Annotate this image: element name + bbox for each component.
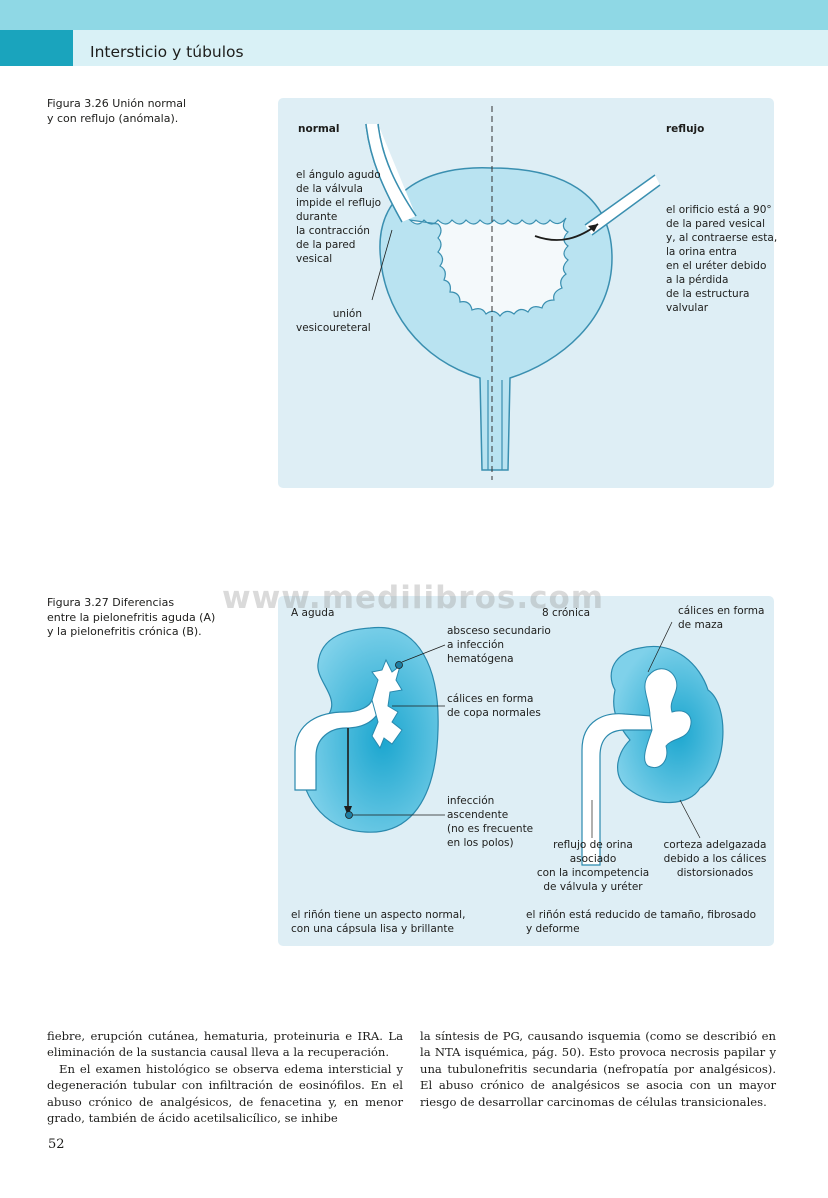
caption-line: y con reflujo (anómala). <box>47 111 179 125</box>
label-normal: normal <box>298 123 340 135</box>
caption-line: y la pielonefritis crónica (B). <box>47 625 202 638</box>
figure-3-26-caption: Figura 3.26 Unión normal y con reflujo (… <box>47 97 186 126</box>
cortex-note: corteza adelgazada debido a los cálices … <box>663 839 767 879</box>
calices-normal-note: cálices en forma de copa normales <box>447 693 541 719</box>
bladder-lumen <box>408 217 570 317</box>
figure-3-27-caption: Figura 3.27 Diferencias entre la pielone… <box>47 596 215 640</box>
watermark: www.medilibros.com <box>222 580 605 616</box>
top-color-band <box>0 0 828 30</box>
page-number: 52 <box>48 1137 65 1152</box>
label-b-cronica: 8 crónica <box>542 607 591 619</box>
calices-maza-note: cálices en forma de maza <box>678 605 765 631</box>
calices-a <box>371 658 403 750</box>
right-ureter <box>584 174 661 236</box>
kidney-a-summary: el riñón tiene un aspecto normal, con un… <box>291 909 466 935</box>
left-valve-note: el ángulo agudo de la válvula impide el … <box>296 169 382 265</box>
junction-label: unión vesicoureteral <box>296 308 371 334</box>
right-reflux-note: el orificio está a 90° de la pared vesic… <box>666 204 778 314</box>
header-bar <box>73 30 828 66</box>
caption-line: Figura 3.26 Unión normal <box>47 97 187 110</box>
body-paragraph: En el examen histológico se observa edem… <box>47 1061 403 1126</box>
label-a-aguda: A aguda <box>291 607 335 619</box>
abscess-note: absceso secundario a infección hematógen… <box>447 625 551 665</box>
caption-line: Figura 3.27 Diferencias <box>47 596 175 609</box>
body-column-left: fiebre, erupción cutánea, hematuria, pro… <box>47 1028 403 1126</box>
kidney-a <box>299 626 439 833</box>
body-paragraph: la síntesis de PG, causando isquemia (co… <box>420 1029 776 1109</box>
header-tab-accent <box>0 30 73 66</box>
section-title: Intersticio y túbulos <box>90 43 244 61</box>
calices-b <box>644 668 692 768</box>
body-paragraph: fiebre, erupción cutánea, hematuria, pro… <box>47 1029 403 1060</box>
label-reflujo: reflujo <box>666 123 705 135</box>
ascending-infection-note: infección ascendente (no es frecuente en… <box>447 795 534 849</box>
caption-line: entre la pielonefritis aguda (A) <box>47 610 216 624</box>
reflux-note: reflujo de orina asociado con la incompe… <box>536 839 650 893</box>
urethra <box>487 380 503 470</box>
body-column-right: la síntesis de PG, causando isquemia (co… <box>420 1028 776 1110</box>
kidney-b-summary: el riñón está reducido de tamaño, fibros… <box>526 909 757 935</box>
